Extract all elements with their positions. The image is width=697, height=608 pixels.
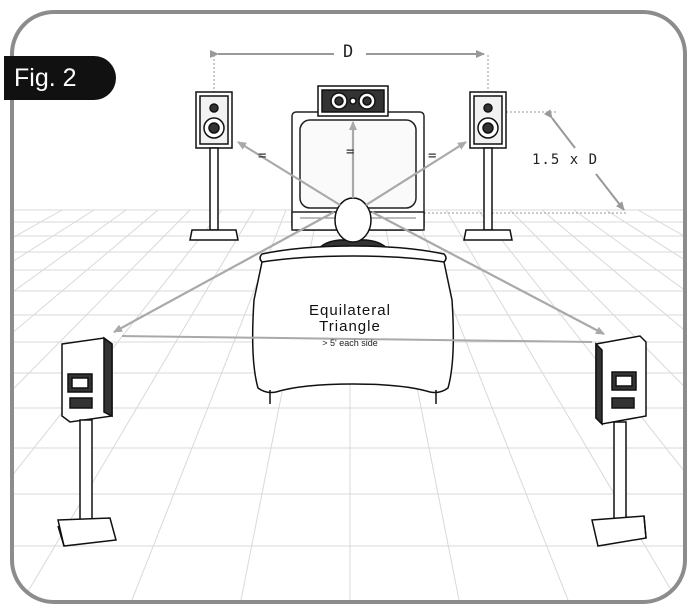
- listener-arrows: [113, 121, 605, 343]
- equal-mark-center: =: [346, 144, 355, 160]
- depth-label: 1.5 x D: [532, 152, 599, 168]
- front-right-speaker: [463, 91, 513, 241]
- center-speaker: [317, 85, 389, 117]
- sofa: [251, 245, 455, 404]
- width-label: D: [343, 42, 354, 62]
- width-dimension: [210, 50, 489, 92]
- frame-border: [10, 10, 687, 604]
- front-left-speaker: [189, 91, 239, 241]
- figure-badge: Fig. 2: [4, 56, 116, 100]
- triangle-title-line1: Equilateral: [309, 302, 391, 319]
- equal-mark-right: =: [428, 148, 437, 164]
- triangle-title-line2: Triangle: [319, 318, 381, 335]
- rear-left-speaker: [57, 336, 117, 547]
- triangle-note: > 5' each side: [322, 338, 378, 348]
- rear-right-speaker: [591, 335, 647, 547]
- triangle-title: Equilateral Triangle: [270, 303, 430, 335]
- equal-mark-left: =: [258, 148, 267, 164]
